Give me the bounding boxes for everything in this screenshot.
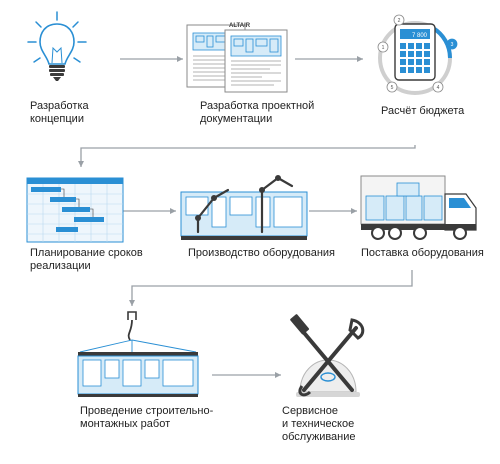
calculator-icon: 7 800 1 2 3 4 5 [377,14,458,95]
calculator-keys [400,43,430,73]
step-label-concept: Разработка концепции [30,100,89,125]
arrow-6-7 [129,270,413,306]
gantt-chart-icon [26,177,124,243]
badge-2: 2 [398,18,401,24]
step-label-documentation: Разработка проектной документации [200,100,315,125]
wrench-hammer-icon [290,314,365,397]
connector-arrows [78,56,416,378]
doc-logo-text: ALTAIR [229,23,251,29]
calculator-display: 7 800 [412,33,428,39]
step-label-installation: Проведение строительно- монтажных работ [80,405,214,430]
step-label-production: Производство оборудования [188,247,335,259]
badge-1: 1 [382,45,385,51]
step-label-service: Сервисное и техническое обслуживание [282,405,356,443]
factory-robot-icon [180,175,308,240]
badge-4: 4 [437,85,440,91]
lightbulb-icon [27,11,87,81]
arrow-3-4 [78,145,416,167]
delivery-truck-icon [360,175,477,240]
step-label-budget: Расчёт бюджета [381,105,465,117]
documents-icon: ALTAIR [186,23,288,93]
badge-3: 3 [451,42,454,48]
crane-unit-icon [77,311,199,397]
badge-5: 5 [391,85,394,91]
calculator-badges: 1 2 3 4 5 [377,14,458,93]
document-sheet-front: ALTAIR [224,23,288,93]
step-label-scheduling: Планирование сроков реализации [30,247,143,272]
step-label-delivery: Поставка оборудования [361,247,484,259]
